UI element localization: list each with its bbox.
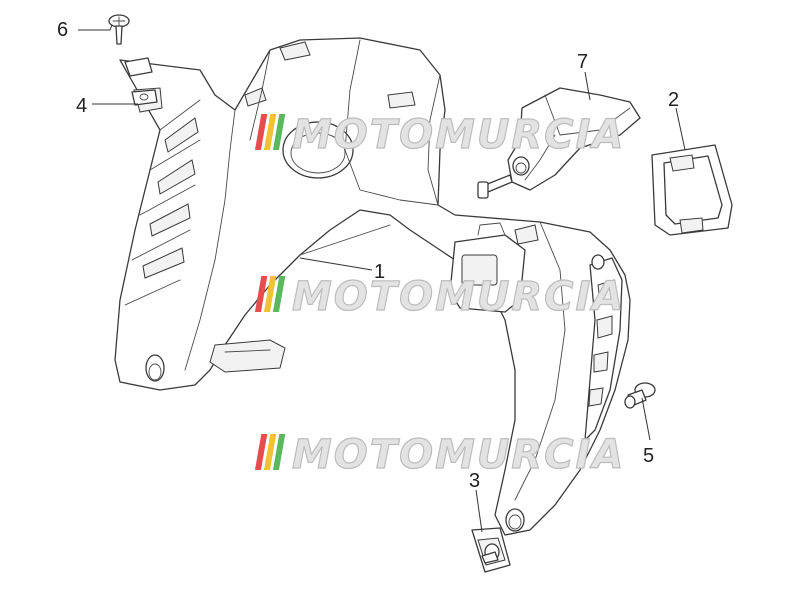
leader-6 [78, 24, 113, 31]
watermark-bottom: MOTOMURCIA [254, 431, 625, 479]
leader-5 [641, 397, 651, 441]
watermark-text: MOTOMURCIA [292, 274, 625, 320]
watermark-middle: MOTOMURCIA [254, 273, 625, 321]
watermark-stripe-yellow [263, 276, 277, 312]
top-screw [108, 14, 130, 45]
callout-4: 4 [76, 95, 87, 117]
watermark-stripe-red [254, 434, 268, 470]
watermark-text: MOTOMURCIA [292, 432, 625, 478]
watermark-stripe-green [272, 114, 286, 150]
callout-3: 3 [469, 470, 480, 492]
callout-7: 7 [577, 51, 588, 73]
bracket-screw [477, 174, 513, 199]
callout-6: 6 [57, 19, 68, 41]
upper-bracket-cover [507, 87, 641, 191]
watermark-stripe-green [272, 276, 286, 312]
inner-leg-shield [114, 37, 631, 536]
watermark-stripe-red [254, 114, 268, 150]
leader-lines [78, 24, 686, 533]
bottom-clip-nut [471, 527, 511, 573]
watermark-stripe-green [272, 434, 286, 470]
watermark-stripe-yellow [263, 434, 277, 470]
callout-labels: 6 4 1 7 2 5 3 [57, 19, 679, 492]
callout-5: 5 [643, 445, 654, 467]
leader-7 [584, 71, 591, 101]
leader-3 [475, 489, 483, 533]
rivet-pin [624, 382, 656, 409]
speed-nut-clip [124, 57, 163, 113]
watermark-stripe-red [254, 276, 268, 312]
leader-2 [675, 107, 686, 151]
leader-1 [299, 257, 373, 271]
watermark-stripe-yellow [263, 114, 277, 150]
rectangular-frame [651, 144, 733, 236]
callout-2: 2 [668, 89, 679, 111]
watermark-top: MOTOMURCIA [254, 111, 625, 159]
callout-1: 1 [374, 261, 385, 283]
watermark-text: MOTOMURCIA [292, 112, 625, 158]
